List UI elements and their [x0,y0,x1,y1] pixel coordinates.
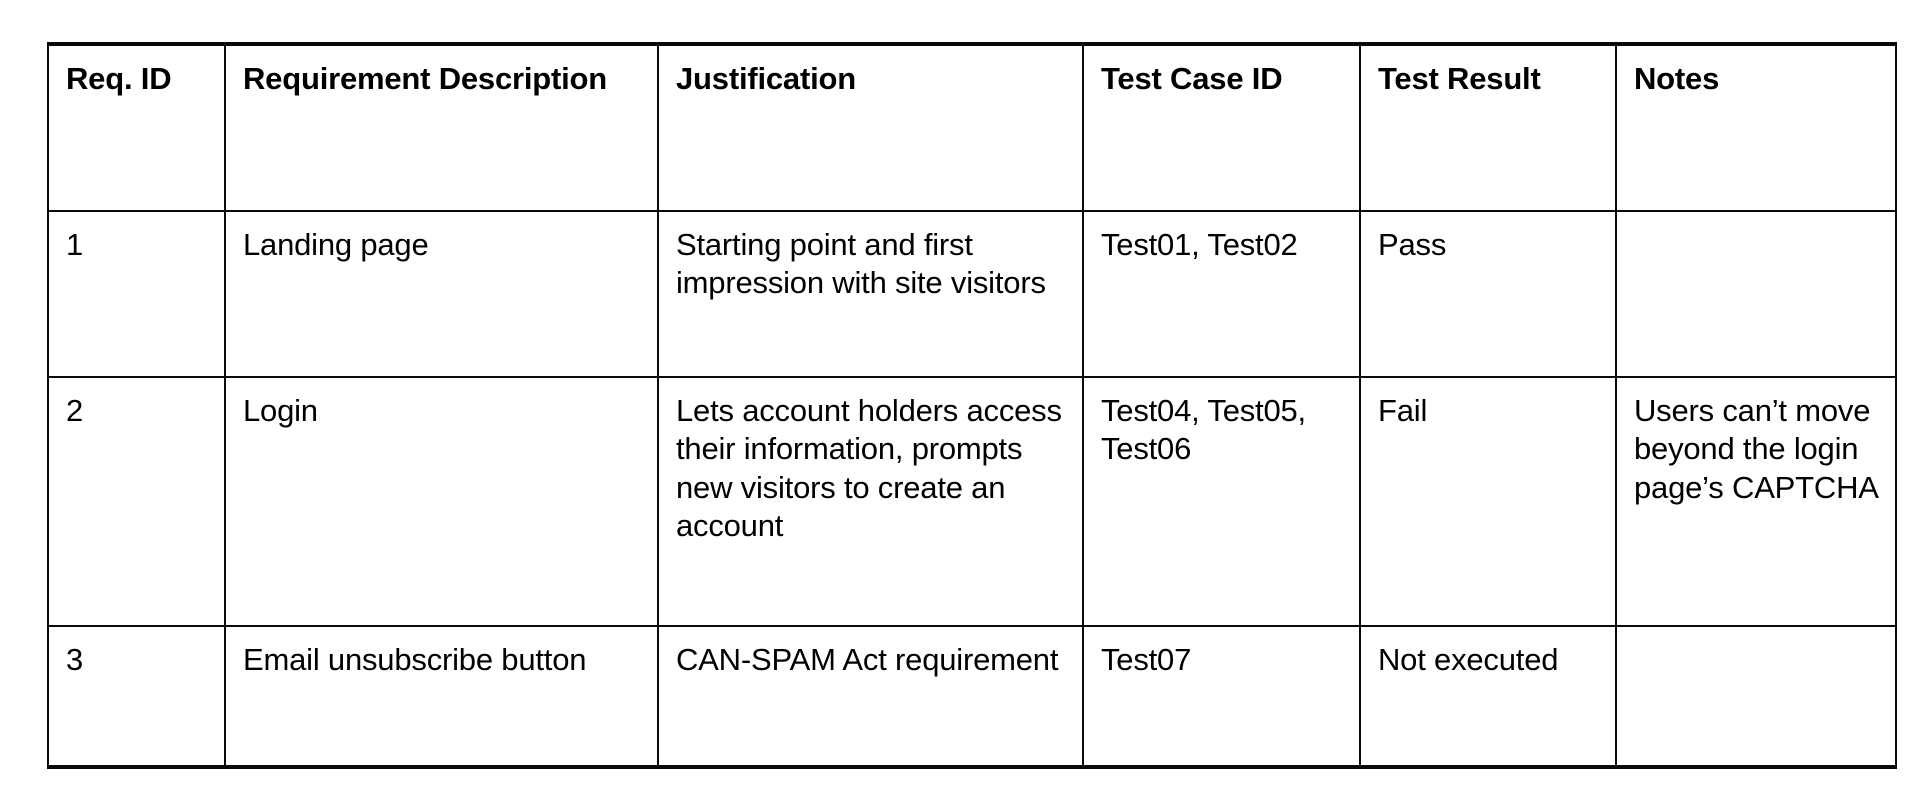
table-row: 3 Email unsubscribe button CAN-SPAM Act … [47,625,1897,769]
column-header-notes: Notes [1615,42,1897,212]
column-header-test-result: Test Result [1359,42,1617,212]
cell-requirement-description: Email unsubscribe button [224,625,659,769]
cell-notes [1615,625,1897,769]
column-header-justification: Justification [657,42,1084,212]
cell-test-result: Fail [1359,376,1617,627]
cell-requirement-description: Login [224,376,659,627]
cell-notes [1615,210,1897,378]
column-header-test-case-id: Test Case ID [1082,42,1361,212]
cell-test-case-id: Test01, Test02 [1082,210,1361,378]
cell-req-id: 1 [47,210,226,378]
cell-test-result: Pass [1359,210,1617,378]
cell-justification: Lets account holders access their inform… [657,376,1084,627]
header-row: Req. ID Requirement Description Justific… [47,42,1897,212]
cell-req-id: 3 [47,625,226,769]
cell-notes: Users can’t move beyond the login page’s… [1615,376,1897,627]
cell-test-case-id: Test07 [1082,625,1361,769]
cell-test-case-id: Test04, Test05, Test06 [1082,376,1361,627]
requirements-traceability-matrix: Req. ID Requirement Description Justific… [47,42,1897,769]
table-header: Req. ID Requirement Description Justific… [47,42,1897,212]
table-body: 1 Landing page Starting point and first … [47,210,1897,769]
table-row: 2 Login Lets account holders access thei… [47,376,1897,627]
cell-req-id: 2 [47,376,226,627]
table-row: 1 Landing page Starting point and first … [47,210,1897,378]
cell-test-result: Not executed [1359,625,1617,769]
cell-justification: Starting point and first impression with… [657,210,1084,378]
cell-requirement-description: Landing page [224,210,659,378]
cell-justification: CAN-SPAM Act requirement [657,625,1084,769]
column-header-requirement-description: Requirement Description [224,42,659,212]
matrix-table: Req. ID Requirement Description Justific… [47,42,1897,769]
column-header-req-id: Req. ID [47,42,226,212]
